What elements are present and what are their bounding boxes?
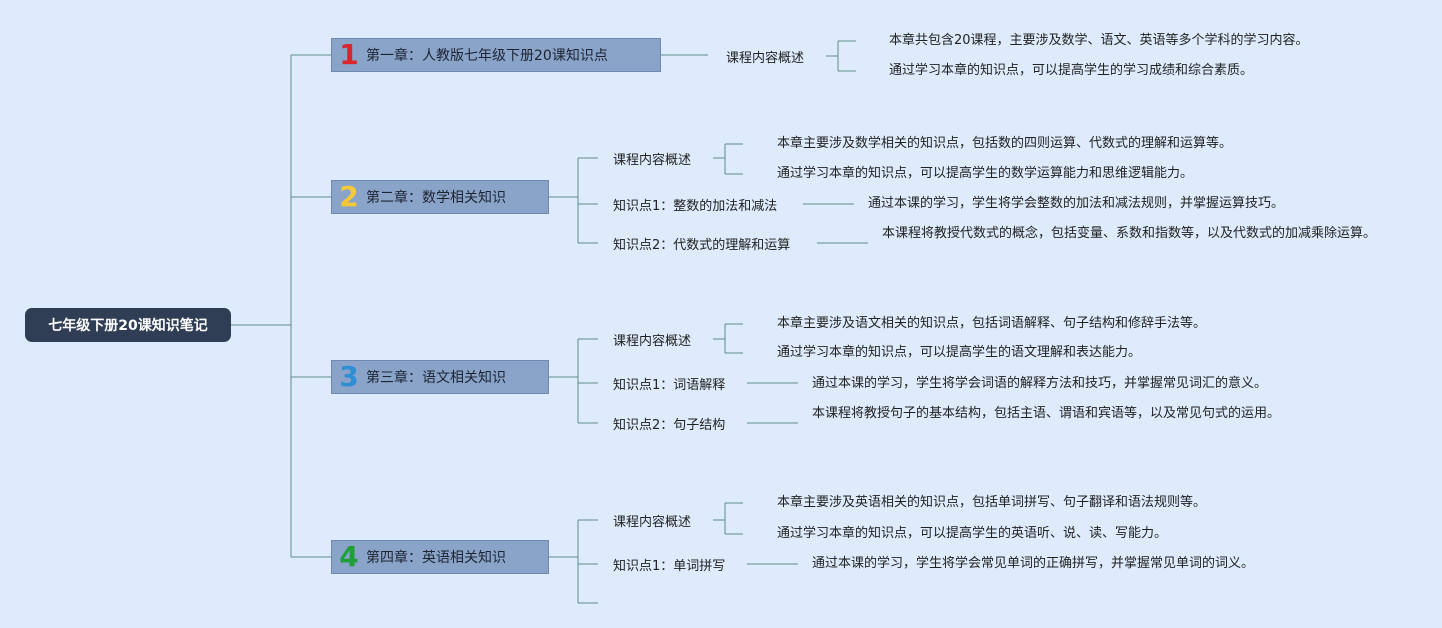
leaf-text: 通过学习本章的知识点，可以提高学生的学习成绩和综合素质。: [889, 63, 1254, 78]
section-label[interactable]: 知识点2：句子结构: [613, 418, 726, 433]
chapter-title: 第二章：数学相关知识: [366, 190, 506, 206]
leaf-text: 通过学习本章的知识点，可以提高学生的语文理解和表达能力。: [777, 345, 1142, 360]
leaf-text: 本章主要涉及语文相关的知识点，包括词语解释、句子结构和修辞手法等。: [777, 316, 1207, 331]
leaf-text: 通过本课的学习，学生将学会常见单词的正确拼写，并掌握常见单词的词义。: [812, 556, 1255, 571]
leaf-text: 通过学习本章的知识点，可以提高学生的数学运算能力和思维逻辑能力。: [777, 166, 1194, 181]
chapter-title: 第一章：人教版七年级下册20课知识点: [366, 48, 608, 64]
leaf-text: 通过本课的学习，学生将学会整数的加法和减法规则，并掌握运算技巧。: [868, 196, 1285, 211]
section-label[interactable]: 课程内容概述: [613, 334, 692, 349]
chapter-number-badge: 4: [339, 540, 359, 573]
section-label[interactable]: 课程内容概述: [613, 153, 692, 168]
chapter-number-badge: 2: [339, 180, 359, 213]
chapter-title: 第四章：英语相关知识: [366, 550, 506, 566]
chapter-title: 第三章：语文相关知识: [366, 370, 506, 386]
root-title: 七年级下册20课知识笔记: [48, 318, 208, 334]
chapter-node[interactable]: 2 第二章：数学相关知识: [331, 180, 549, 214]
section-label[interactable]: 知识点1：单词拼写: [613, 559, 726, 574]
chapter-node[interactable]: 3 第三章：语文相关知识: [331, 360, 549, 394]
section-label[interactable]: 知识点2：代数式的理解和运算: [613, 238, 791, 253]
leaf-text: 通过学习本章的知识点，可以提高学生的英语听、说、读、写能力。: [777, 526, 1168, 541]
section-label[interactable]: 课程内容概述: [726, 51, 805, 66]
chapter-node[interactable]: 4 第四章：英语相关知识: [331, 540, 549, 574]
leaf-text: 本章共包含20课程，主要涉及数学、语文、英语等多个学科的学习内容。: [889, 33, 1309, 48]
section-label[interactable]: 知识点1：整数的加法和减法: [613, 199, 778, 214]
chapter-number-badge: 1: [339, 38, 359, 71]
leaf-text: 本章主要涉及数学相关的知识点，包括数的四则运算、代数式的理解和运算等。: [777, 136, 1233, 151]
section-label[interactable]: 课程内容概述: [613, 515, 692, 530]
chapter-number-badge: 3: [339, 360, 359, 393]
root-node[interactable]: 七年级下册20课知识笔记: [25, 308, 231, 342]
leaf-text: 通过本课的学习，学生将学会词语的解释方法和技巧，并掌握常见词汇的意义。: [812, 376, 1268, 391]
leaf-text: 本章主要涉及英语相关的知识点，包括单词拼写、句子翻译和语法规则等。: [777, 495, 1207, 510]
chapter-node[interactable]: 1 第一章：人教版七年级下册20课知识点: [331, 38, 661, 72]
leaf-text: 本课程将教授代数式的概念，包括变量、系数和指数等，以及代数式的加减乘除运算。: [882, 226, 1377, 241]
leaf-text: 本课程将教授句子的基本结构，包括主语、谓语和宾语等，以及常见句式的运用。: [812, 406, 1281, 421]
section-label[interactable]: 知识点1：词语解释: [613, 378, 726, 393]
